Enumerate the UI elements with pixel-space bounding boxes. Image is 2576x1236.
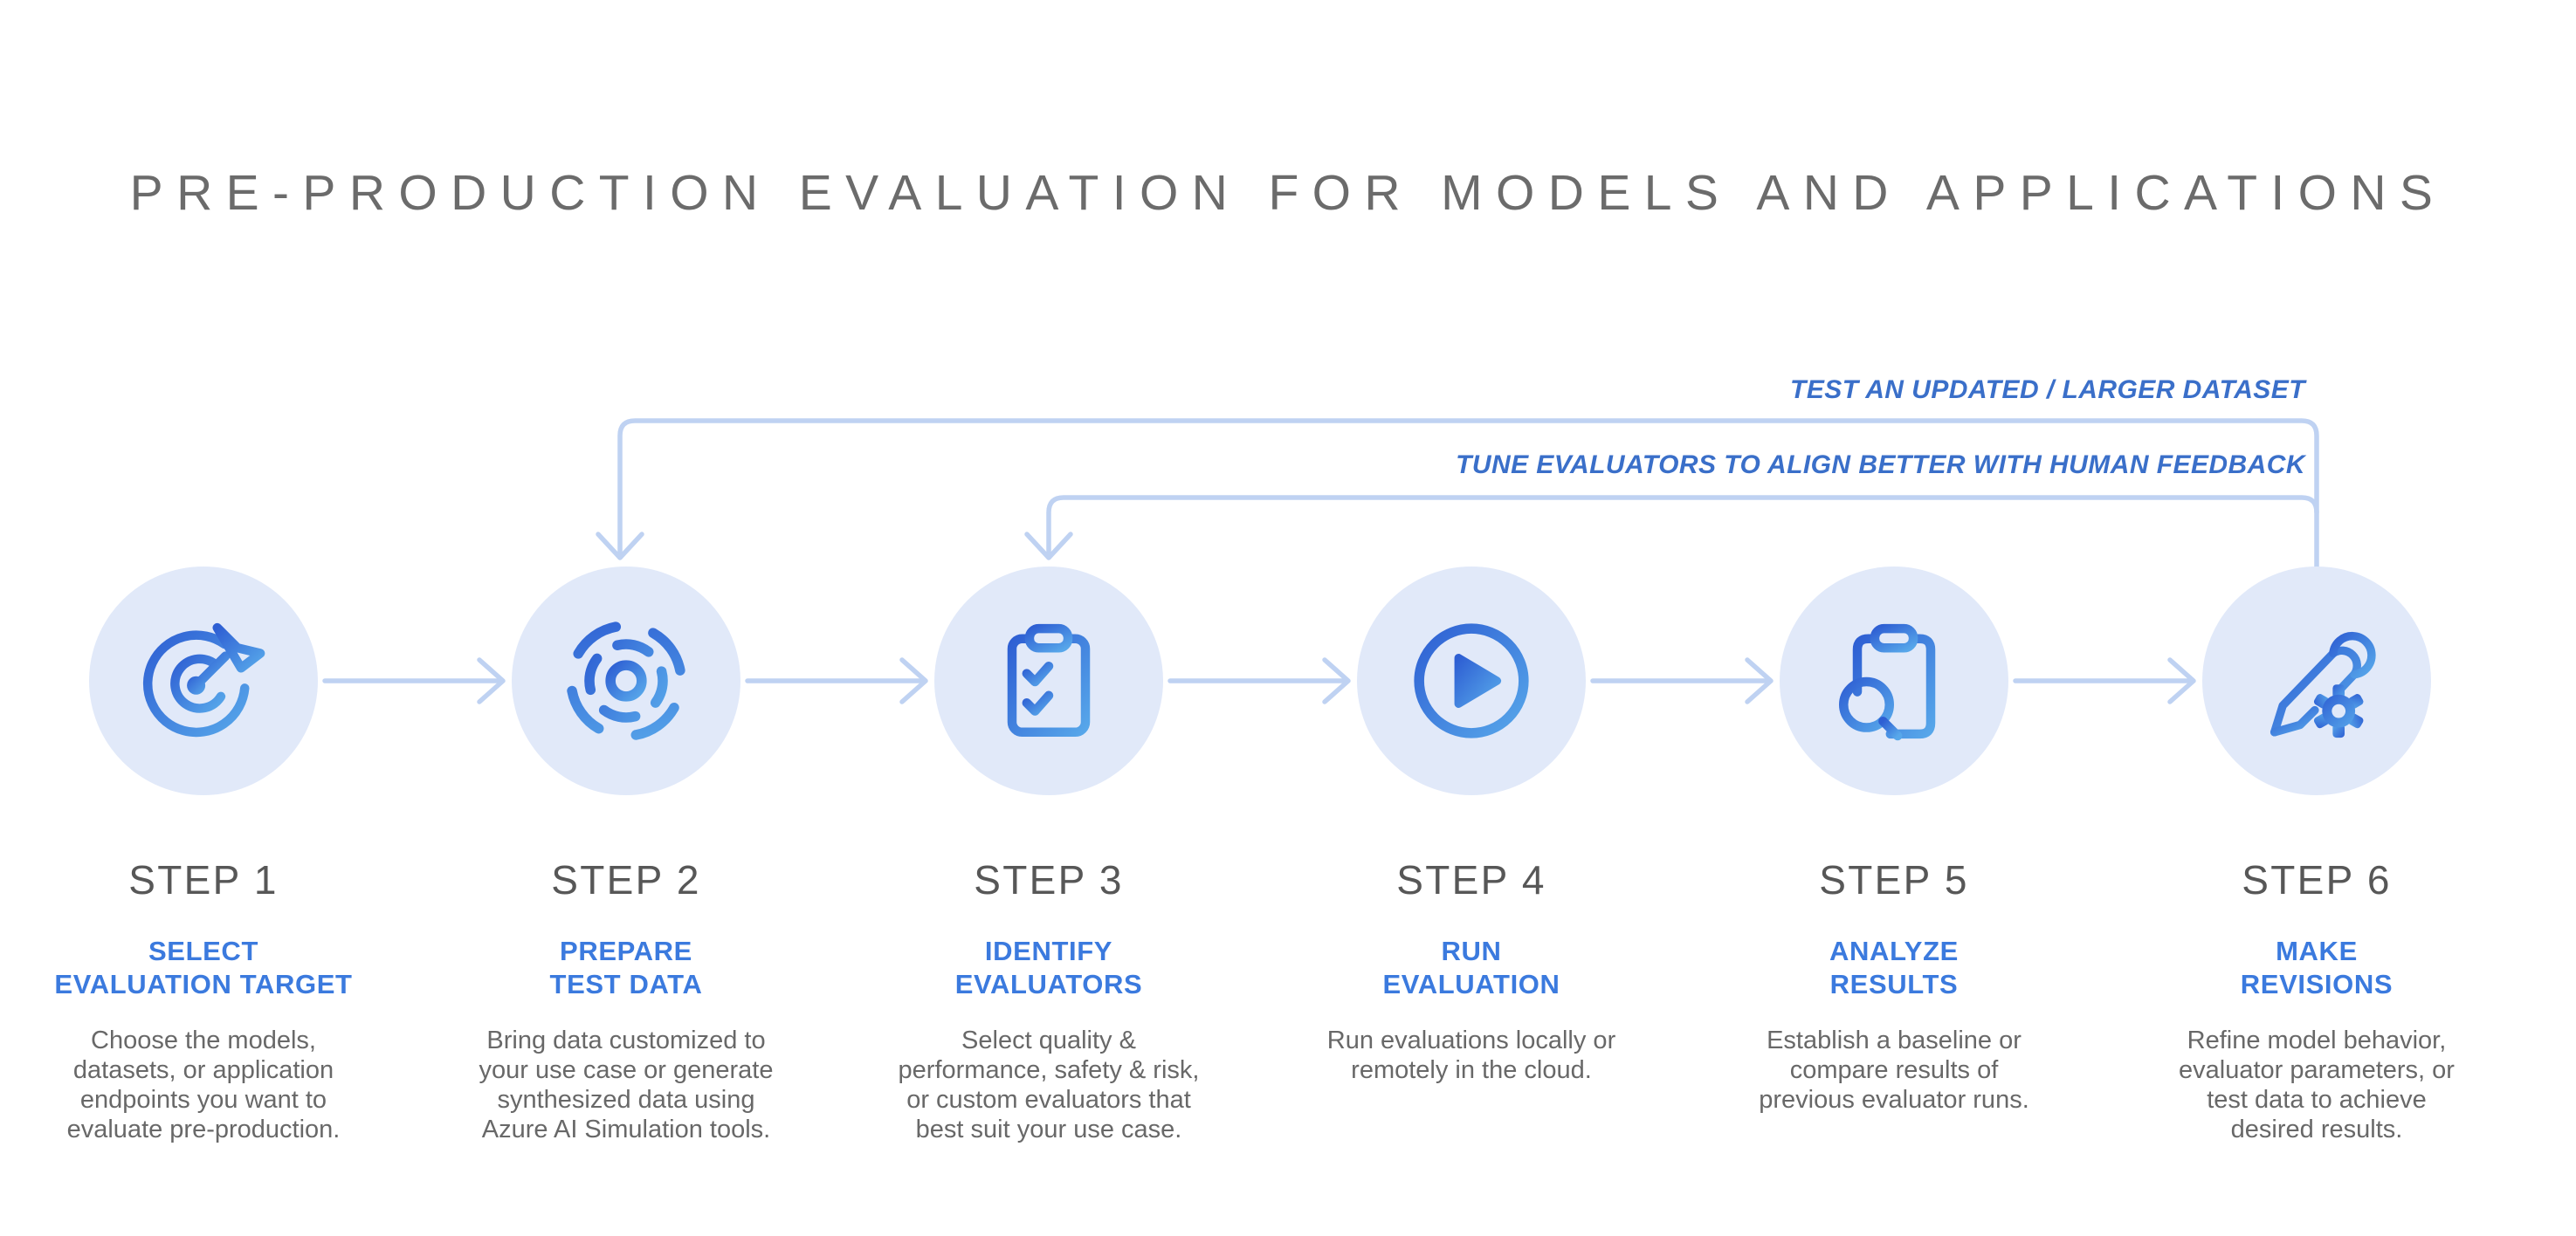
connector-arrow-4-5 bbox=[1590, 657, 1774, 704]
clipboard-check-icon bbox=[1007, 623, 1091, 738]
play-icon bbox=[1414, 623, 1529, 738]
step-1-description: Choose the models, datasets, or applicat… bbox=[66, 1027, 341, 1143]
step-6-heading: MAKE REVISIONS bbox=[2240, 936, 2393, 999]
step-column-4: STEP 4 RUN EVALUATION Run evaluations lo… bbox=[1262, 566, 1681, 1085]
step-5-description: Establish a baseline or compare results … bbox=[1759, 1027, 2029, 1114]
connector-arrow-3-4 bbox=[1167, 657, 1351, 704]
radar-icon bbox=[566, 621, 686, 741]
step-1-heading: SELECT EVALUATION TARGET bbox=[54, 936, 353, 999]
step-5-label: STEP 5 bbox=[1819, 857, 1969, 903]
step-3-heading: IDENTIFY EVALUATORS bbox=[954, 936, 1143, 999]
step-2-circle bbox=[512, 566, 740, 795]
step-4-description: Run evaluations locally or remotely in t… bbox=[1326, 1027, 1616, 1084]
page-title: PRE-PRODUCTION EVALUATION FOR MODELS AND… bbox=[129, 165, 2447, 221]
step-column-5: STEP 5 ANALYZE RESULTS Establish a basel… bbox=[1684, 566, 2104, 1115]
feedback-label-tune-evaluators: TUNE EVALUATORS TO ALIGN BETTER WITH HUM… bbox=[1456, 450, 2305, 479]
clipboard-search-icon bbox=[1839, 623, 1936, 741]
step-column-3: STEP 3 IDENTIFY EVALUATORS Select qualit… bbox=[839, 566, 1258, 1144]
step-2-heading: PREPARE TEST DATA bbox=[549, 936, 703, 999]
step-column-2: STEP 2 PREPARE TEST DATA Bring data cust… bbox=[417, 566, 836, 1144]
step-6-description: Refine model behavior, evaluator paramet… bbox=[2179, 1027, 2455, 1143]
step-5-heading: ANALYZE RESULTS bbox=[1829, 936, 1959, 999]
step-column-6: STEP 6 MAKE REVISIONS Refine model behav… bbox=[2107, 566, 2526, 1144]
step-1-label: STEP 1 bbox=[128, 857, 279, 903]
step-4-heading: RUN EVALUATION bbox=[1382, 936, 1560, 999]
step-2-description: Bring data customized to your use case o… bbox=[479, 1027, 774, 1143]
step-4-circle bbox=[1357, 566, 1586, 795]
step-6-circle bbox=[2202, 566, 2431, 795]
step-6-label: STEP 6 bbox=[2242, 857, 2392, 903]
step-3-circle bbox=[934, 566, 1163, 795]
step-5-circle bbox=[1780, 566, 2008, 795]
step-1-circle bbox=[89, 566, 318, 795]
feedback-arrow-to-step-3 bbox=[1024, 495, 2319, 560]
connector-arrow-5-6 bbox=[2013, 657, 2196, 704]
step-3-label: STEP 3 bbox=[974, 857, 1124, 903]
step-column-1: STEP 1 SELECT EVALUATION TARGET Choose t… bbox=[0, 566, 413, 1144]
target-icon bbox=[142, 622, 265, 738]
feedback-arrow-to-step-2 bbox=[596, 418, 2319, 569]
feedback-label-test-dataset: TEST AN UPDATED / LARGER DATASET bbox=[1790, 375, 2305, 404]
pencil-gear-icon bbox=[2269, 632, 2376, 738]
step-3-description: Select quality & performance, safety & r… bbox=[898, 1027, 1200, 1143]
step-4-label: STEP 4 bbox=[1396, 857, 1546, 903]
connector-arrow-1-2 bbox=[322, 657, 506, 704]
step-2-label: STEP 2 bbox=[551, 857, 701, 903]
connector-arrow-2-3 bbox=[745, 657, 928, 704]
